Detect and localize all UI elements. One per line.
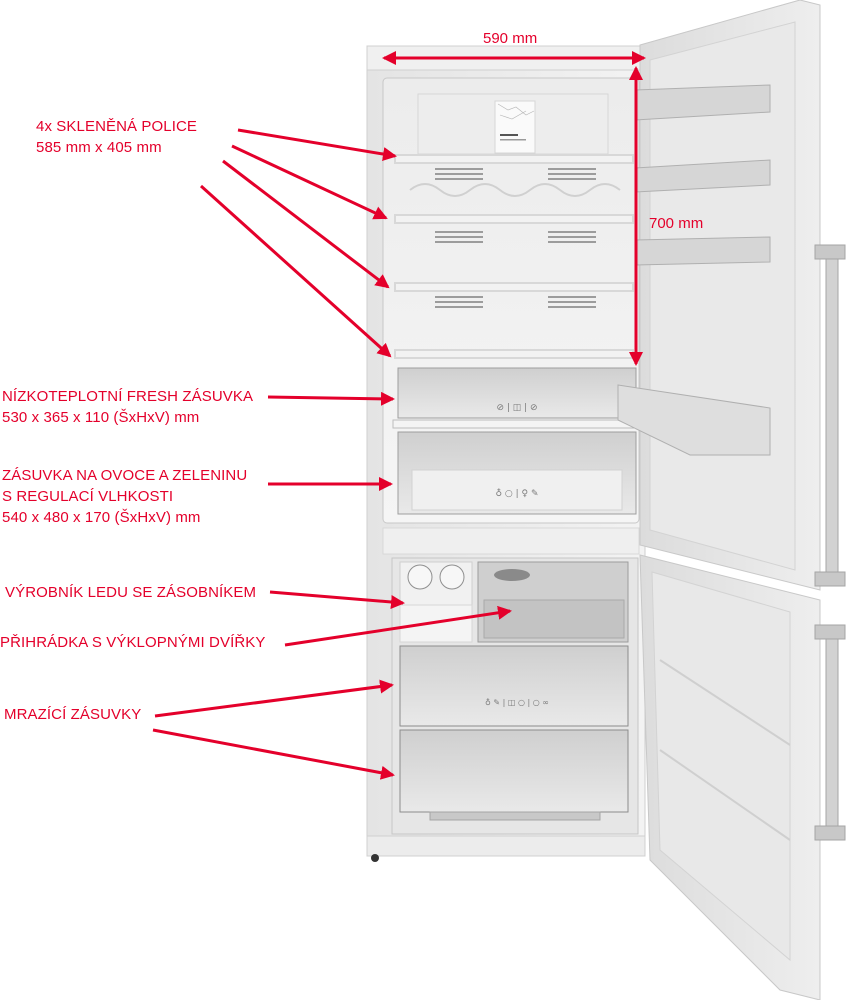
callout-title: VÝROBNÍK LEDU SE ZÁSOBNÍKEM: [5, 584, 257, 601]
callout-glass-shelves: 4x SKLENĚNÁ POLICE 585 mm x 405 mm: [36, 116, 197, 158]
callout-crisper-drawer: ZÁSUVKA NA OVOCE A ZELENINU S REGULACÍ V…: [2, 465, 247, 528]
freezer-drawer: ♁ ✎ | ◫ ○ | ○ ∞: [399, 645, 629, 727]
callout-title: NÍZKOTEPLOTNÍ FRESH ZÁSUVKA: [2, 388, 254, 405]
fresh-drawer: ⊘ | ◫ | ⊘: [392, 367, 640, 429]
svg-text:⊘ | ◫ | ⊘: ⊘ | ◫ | ⊘: [496, 403, 537, 413]
freezer-drawer-arrow: [152, 728, 395, 780]
shelf-arrow: [231, 144, 388, 220]
flap-compartment: [477, 561, 629, 643]
fridge-door: [617, 0, 846, 591]
svg-text:♁ ✎ | ◫ ○ | ○ ∞: ♁ ✎ | ◫ ○ | ○ ∞: [485, 698, 549, 707]
callout-size: 530 x 365 x 110 (ŠxHxV) mm: [2, 409, 200, 426]
svg-text:♁ ○ | ♀ ✎: ♁ ○ | ♀ ✎: [495, 488, 538, 499]
fridge-cabinet: ⊘ | ◫ | ⊘ ♁ ○ | ♀ ✎ ♁ ✎ | ◫ ○ | ○ ∞: [366, 45, 646, 862]
freezer-drawer: [399, 729, 629, 821]
flap-compartment-arrow: [284, 605, 512, 647]
callout-size: 585 mm x 405 mm: [36, 139, 162, 156]
shelf-arrow: [237, 128, 397, 161]
shelf-arrow: [199, 184, 392, 358]
shelf-arrow: [222, 159, 390, 289]
callout-flap-compartment: PŘIHRÁDKA S VÝKLOPNÝMI DVÍŘKY: [0, 632, 265, 653]
callout-ice-maker: VÝROBNÍK LEDU SE ZÁSOBNÍKEM: [5, 582, 256, 603]
callout-fresh-drawer: NÍZKOTEPLOTNÍ FRESH ZÁSUVKA 530 x 365 x …: [2, 386, 253, 428]
crisper-drawer: ♁ ○ | ♀ ✎: [397, 431, 637, 515]
callout-subtitle: S REGULACÍ VLHKOSTI: [2, 488, 174, 505]
callout-title: PŘIHRÁDKA S VÝKLOPNÝMI DVÍŘKY: [0, 634, 266, 651]
callout-freezer-drawers: MRAZÍCÍ ZÁSUVKY: [4, 704, 141, 725]
fresh-drawer-arrow: [267, 391, 395, 406]
freezer-door: [639, 554, 846, 1000]
callout-size: 540 x 480 x 170 (ŠxHxV) mm: [2, 509, 201, 526]
callout-title: ZÁSUVKA NA OVOCE A ZELENINU: [2, 467, 248, 484]
callout-title: 4x SKLENĚNÁ POLICE: [36, 118, 198, 135]
height-dimension-label: 700 mm: [649, 215, 704, 232]
ice-maker-arrow: [269, 590, 405, 609]
callout-title: MRAZÍCÍ ZÁSUVKY: [4, 706, 142, 723]
freezer-drawer-arrow: [154, 679, 394, 718]
ice-maker: [399, 561, 473, 643]
width-dimension-label: 590 mm: [483, 30, 538, 47]
